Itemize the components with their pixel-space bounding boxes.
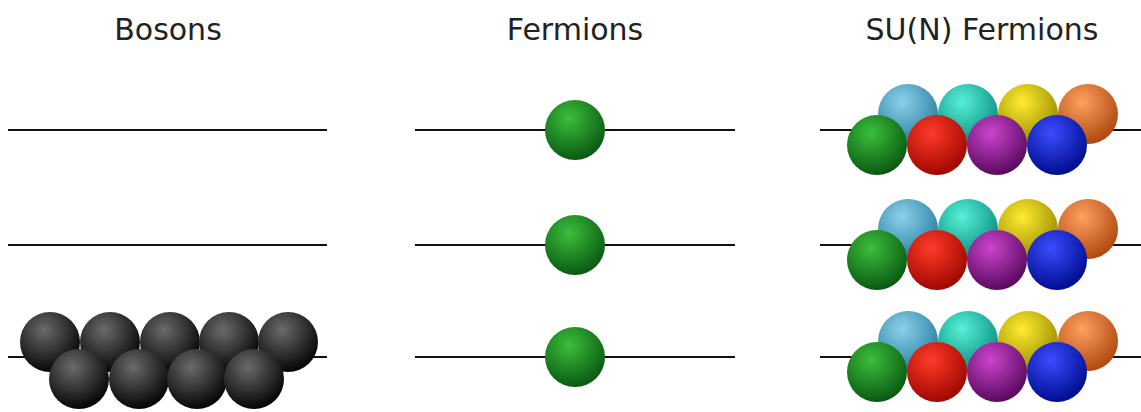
column-title: Fermions [507, 12, 643, 48]
sun-fermion-spheres [847, 84, 1118, 402]
fermion-spheres [545, 100, 605, 387]
column-title: SU(N) Fermions [866, 12, 1099, 48]
column-title: Bosons [114, 12, 222, 48]
boson-spheres [20, 312, 318, 409]
